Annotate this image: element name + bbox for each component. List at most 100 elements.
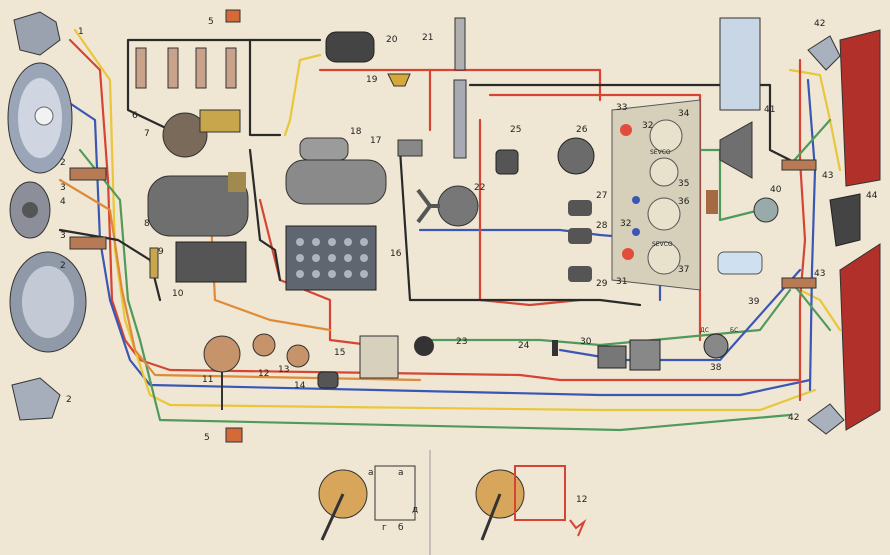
spark-plug-icon bbox=[135, 47, 147, 89]
fog-lamp bbox=[11, 377, 61, 421]
fan-motor bbox=[416, 185, 479, 227]
inset-arm bbox=[480, 493, 502, 541]
connector-block-icon bbox=[781, 159, 817, 171]
switch-label-right: БС bbox=[730, 327, 738, 334]
label-42: 42 bbox=[814, 19, 825, 29]
labels: 1 2 2 2 3 3 4 5 5 6 7 8 9 10 11 12 12 13… bbox=[60, 17, 878, 505]
switch-icon bbox=[568, 200, 592, 216]
inset-coil-red bbox=[514, 465, 566, 521]
switch-icon bbox=[495, 149, 519, 175]
label-5: 5 bbox=[208, 17, 214, 27]
label-32: 32 bbox=[620, 219, 631, 229]
label-18: 18 bbox=[350, 127, 362, 137]
label-22: 22 bbox=[474, 183, 485, 193]
switch-icon bbox=[252, 333, 276, 357]
wire-blue-right bbox=[806, 78, 817, 392]
label-43: 43 bbox=[822, 171, 833, 181]
switch-icon bbox=[286, 344, 310, 368]
label-3: 3 bbox=[60, 231, 66, 241]
label-4: 4 bbox=[60, 197, 66, 207]
spark-plug-icon bbox=[225, 47, 237, 89]
inset-schematic: а а б г д bbox=[318, 450, 587, 555]
label-26: 26 bbox=[576, 125, 588, 135]
wire-green-right bbox=[788, 118, 832, 332]
sensor-icon bbox=[387, 73, 411, 87]
switch-icon bbox=[225, 9, 241, 23]
small-component bbox=[706, 190, 718, 214]
starter bbox=[285, 137, 387, 205]
label-15: 15 bbox=[334, 348, 345, 358]
wire-yellow-right bbox=[788, 68, 842, 332]
distributor-body bbox=[199, 109, 241, 133]
inset-letter-a: а bbox=[368, 468, 374, 478]
inset-letter-d: д bbox=[412, 505, 418, 515]
label-42: 42 bbox=[788, 413, 799, 423]
distributor-icon bbox=[162, 112, 208, 158]
label-10: 10 bbox=[172, 289, 184, 299]
generator-pulley bbox=[228, 172, 246, 192]
relay-icon bbox=[397, 139, 423, 157]
label-7: 7 bbox=[144, 129, 150, 139]
connector-block-icon bbox=[781, 277, 817, 289]
spark-plug-icon bbox=[195, 47, 207, 89]
wire-black-top2 bbox=[248, 38, 282, 137]
label-12: 12 bbox=[576, 495, 587, 505]
label-43: 43 bbox=[814, 269, 825, 279]
left-headlamp-top bbox=[7, 62, 73, 174]
label-35: 35 bbox=[678, 179, 689, 189]
wire-red-right2 bbox=[798, 58, 807, 402]
label-29: 29 bbox=[596, 279, 608, 289]
gauge-brand: SEVCO bbox=[652, 241, 673, 248]
switch-icon bbox=[317, 371, 339, 389]
lamp-icon bbox=[807, 403, 845, 435]
inset-coil bbox=[374, 465, 416, 521]
label-25: 25 bbox=[510, 125, 521, 135]
label-20: 20 bbox=[386, 35, 398, 45]
label-13: 13 bbox=[278, 365, 289, 375]
battery-cells bbox=[296, 238, 368, 278]
label-31: 31 bbox=[616, 277, 627, 287]
wire-yellow bbox=[73, 28, 817, 412]
wire-black-right bbox=[468, 83, 792, 162]
lamp-icon bbox=[807, 35, 841, 71]
ignition-coil-icon bbox=[325, 31, 375, 63]
starter-icon bbox=[285, 159, 387, 205]
ignition-switch bbox=[203, 335, 241, 410]
radio bbox=[719, 17, 761, 179]
inset-letter-b: б bbox=[398, 523, 404, 533]
fan-blades bbox=[416, 188, 440, 224]
label-12: 12 bbox=[258, 369, 269, 379]
label-21: 21 bbox=[422, 33, 433, 43]
label-11: 11 bbox=[202, 375, 213, 385]
fog-lamp-icon bbox=[11, 377, 61, 421]
label-5: 5 bbox=[204, 433, 210, 443]
switch-icon bbox=[225, 427, 243, 443]
instrument-panel: SEVCO SEVCO bbox=[611, 99, 701, 291]
gauge-brand: SEVCO bbox=[650, 149, 671, 156]
ignition-switch-icon bbox=[203, 335, 241, 373]
label-2: 2 bbox=[60, 261, 66, 271]
wire-black bbox=[58, 228, 162, 302]
warning-lamp-icon bbox=[632, 228, 640, 236]
label-36: 36 bbox=[678, 197, 690, 207]
wire-orange bbox=[58, 178, 422, 382]
panel-face bbox=[611, 99, 701, 291]
sensor-icon bbox=[753, 197, 779, 223]
spark-icon bbox=[569, 518, 587, 537]
wire-red-lower bbox=[258, 198, 372, 347]
gauge-icon bbox=[647, 241, 681, 275]
label-32: 32 bbox=[642, 121, 653, 131]
starter-solenoid bbox=[299, 137, 349, 161]
gauge-icon bbox=[649, 157, 679, 187]
horn bbox=[9, 181, 51, 239]
wire-blue bbox=[63, 98, 812, 397]
tail-lamp-icon bbox=[839, 29, 881, 187]
column-rod bbox=[453, 79, 467, 159]
switch-icon bbox=[597, 345, 627, 369]
inset-letter-g: г bbox=[382, 523, 387, 533]
socket-icon bbox=[414, 336, 434, 356]
battery bbox=[285, 225, 377, 291]
label-37: 37 bbox=[678, 265, 689, 275]
